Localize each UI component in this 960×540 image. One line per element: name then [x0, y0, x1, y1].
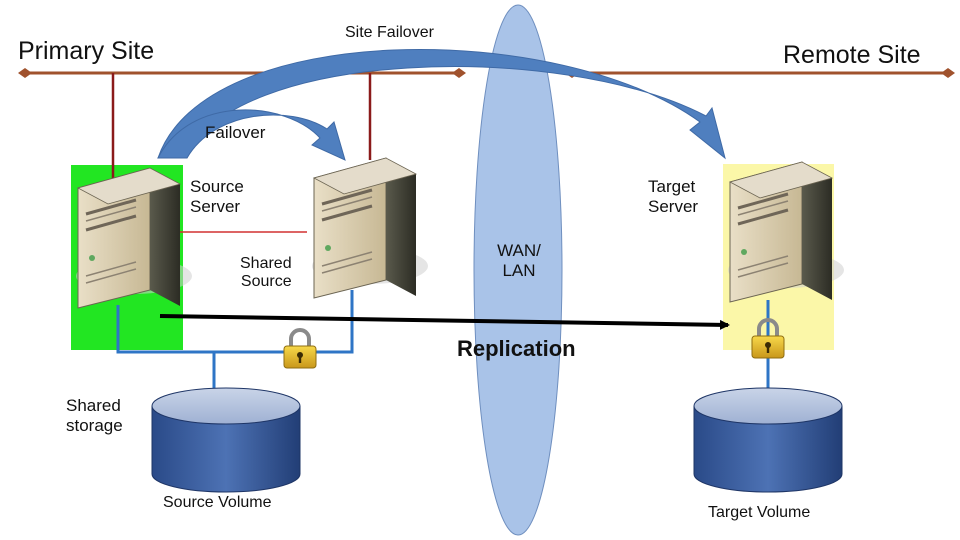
source-volume-label: Source Volume: [163, 494, 272, 511]
replication-arrow: [159, 314, 730, 330]
primary-site-label: Primary Site: [18, 37, 155, 65]
source-server-icon: [74, 166, 194, 310]
shared-source-label: Shared Source: [240, 255, 292, 291]
target-volume-icon: [693, 387, 843, 493]
target-volume-label: Target Volume: [708, 504, 811, 521]
failover-arrow: [157, 109, 346, 161]
replication-label: Replication: [457, 336, 576, 361]
site-failover-arrow: [157, 48, 726, 160]
failover-label: Failover: [205, 123, 266, 142]
shared-source-server-icon: [310, 156, 430, 300]
target-server-label: Target Server: [648, 177, 699, 216]
wan-lan-label: WAN/ LAN: [497, 241, 541, 280]
remote-site-label: Remote Site: [783, 41, 921, 69]
source-server-label: Source Server: [190, 177, 244, 216]
source-volume-icon: [151, 387, 301, 493]
target-server-icon: [726, 160, 846, 304]
wan-lan-ellipse: [473, 4, 563, 536]
site-failover-label: Site Failover: [345, 24, 434, 41]
shared-storage-label: Shared storage: [66, 396, 123, 435]
primary-site-line: [18, 68, 466, 78]
shared-source-lock-icon: [282, 328, 318, 370]
